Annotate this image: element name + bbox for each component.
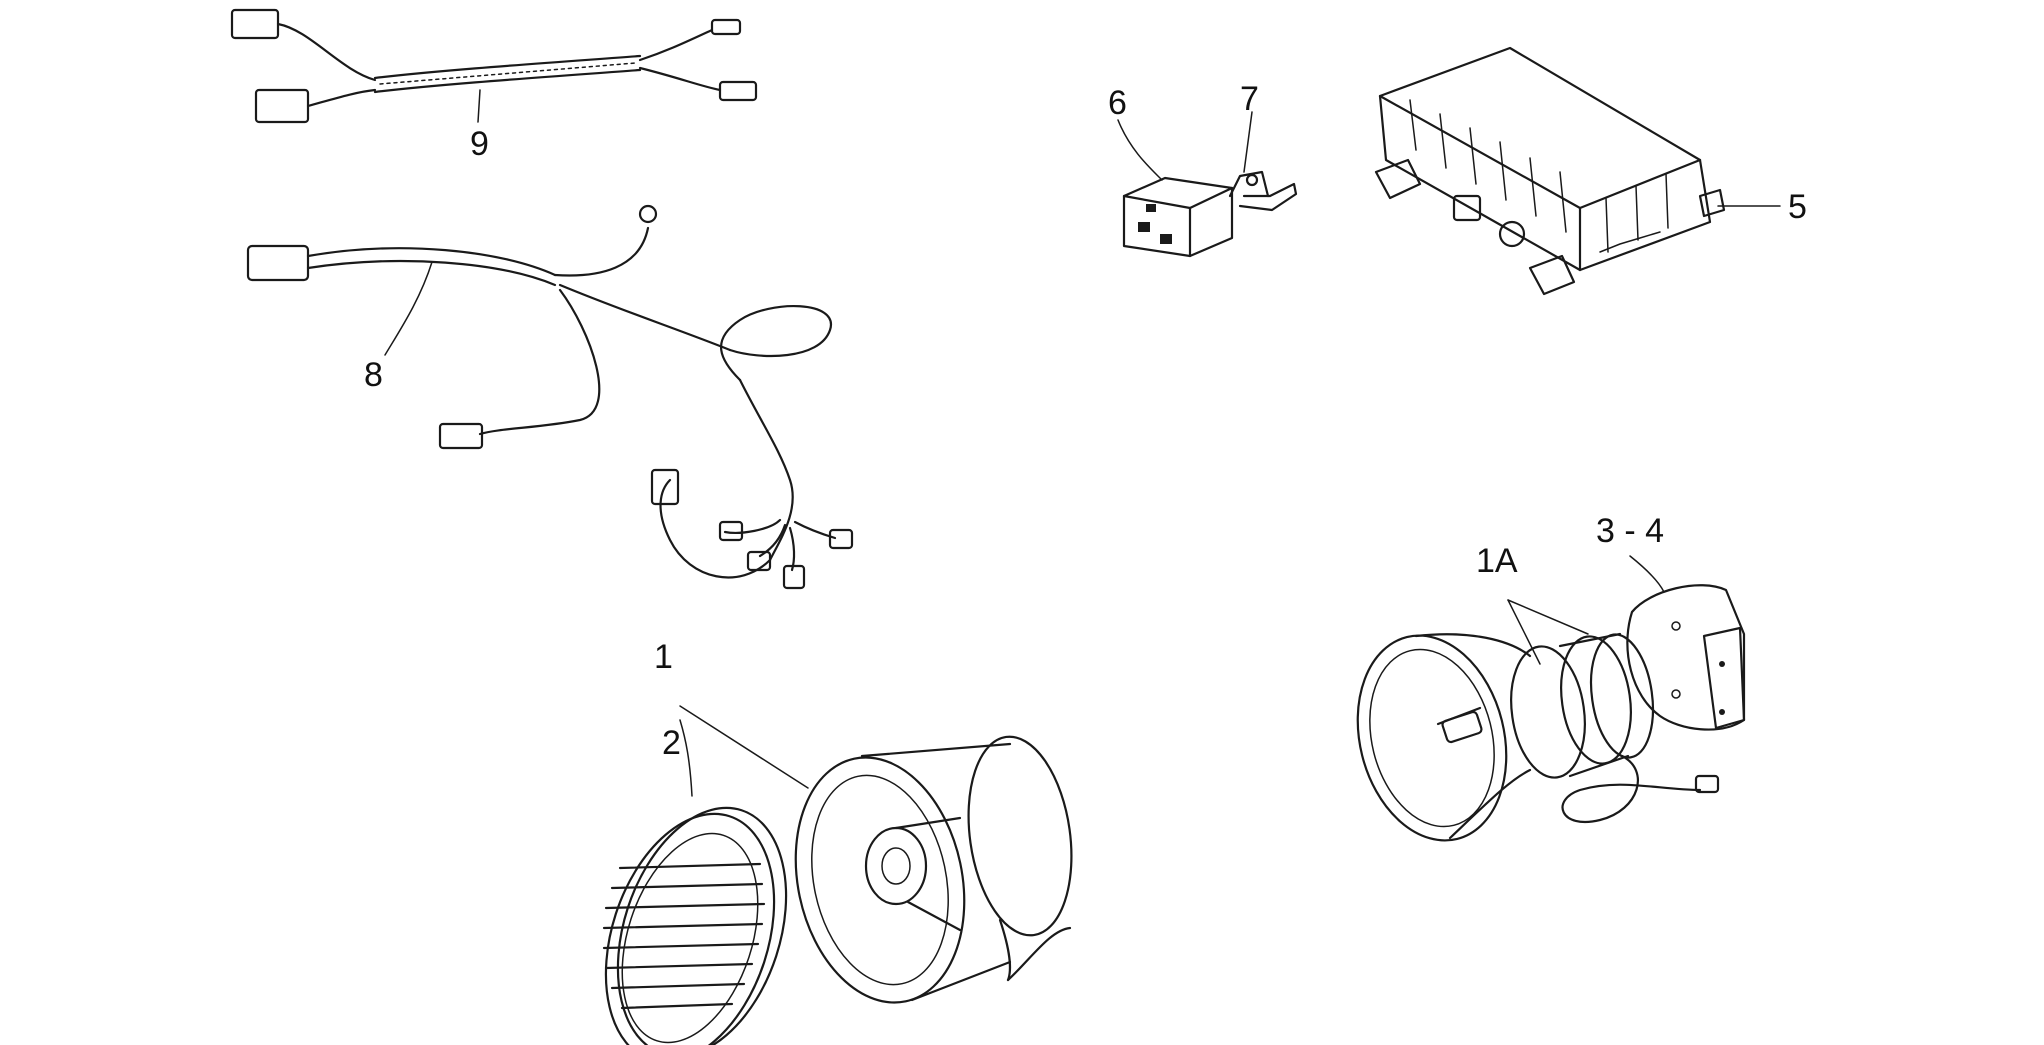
callout-2: 2 <box>662 724 681 762</box>
part-3-4-mounting-plate <box>1626 555 1746 731</box>
part-1-horn-speaker <box>679 705 1073 1004</box>
part-1a-siren-horn <box>1356 599 1720 842</box>
part-5-control-box <box>1374 46 1781 296</box>
callout-6: 6 <box>1108 84 1127 122</box>
part-9-short-harness <box>230 8 758 124</box>
callout-1a: 1A <box>1476 542 1518 580</box>
callout-5: 5 <box>1788 188 1807 226</box>
callout-1: 1 <box>654 638 673 676</box>
callout-7: 7 <box>1240 80 1259 118</box>
part-8-long-harness <box>246 204 854 590</box>
callout-3-4: 3 - 4 <box>1596 512 1664 550</box>
part-2-grille <box>602 719 788 1045</box>
part-7-bracket <box>1228 111 1298 212</box>
part-6-relay <box>1117 119 1234 258</box>
callout-9: 9 <box>470 125 489 163</box>
callout-8: 8 <box>364 356 383 394</box>
